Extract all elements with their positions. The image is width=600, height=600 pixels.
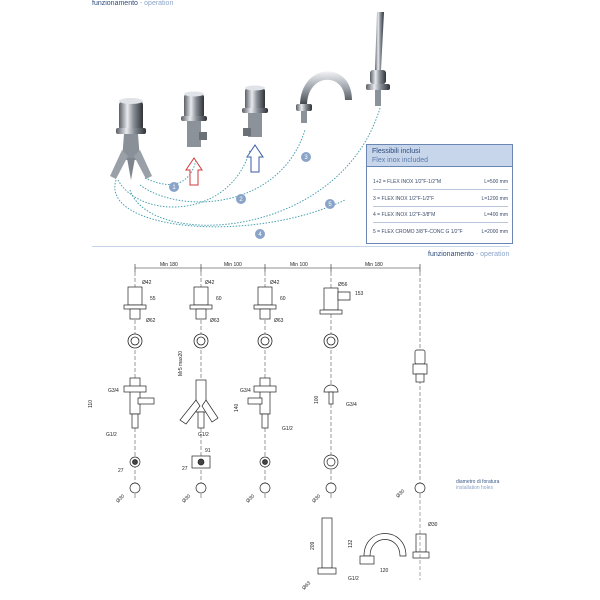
- infobox-divider: [373, 206, 508, 207]
- svg-text:Ø30: Ø30: [311, 493, 322, 504]
- svg-text:Ø30: Ø30: [428, 522, 438, 528]
- svg-text:Ø42: Ø42: [142, 280, 152, 286]
- header-en: operation: [144, 0, 174, 7]
- flex-hose-1: [144, 159, 197, 185]
- header-it: funzionamento: [428, 251, 474, 258]
- valve-cold: [242, 85, 268, 137]
- svg-text:G1/2: G1/2: [282, 426, 293, 432]
- svg-text:G1/2: G1/2: [348, 576, 359, 582]
- top-view-row: [127, 333, 339, 349]
- svg-text:27: 27: [118, 468, 124, 474]
- svg-text:Ø30: Ø30: [181, 493, 192, 504]
- svg-text:2: 2: [239, 197, 243, 203]
- svg-text:Ø30: Ø30: [245, 493, 256, 504]
- marker-4: 4: [255, 229, 265, 239]
- section-divider: [92, 246, 510, 247]
- installation-holes-row: [129, 482, 426, 494]
- svg-text:140: 140: [234, 403, 240, 412]
- svg-text:5: 5: [328, 202, 332, 208]
- bath-spout: [296, 71, 352, 123]
- svg-text:153: 153: [355, 291, 364, 297]
- flex-hose-5: [129, 107, 381, 226]
- hand-shower-elevation: [412, 349, 428, 383]
- svg-text:55: 55: [150, 296, 156, 302]
- dim-min100-b: Min 100: [290, 262, 308, 268]
- svg-text:4: 4: [258, 232, 262, 238]
- svg-text:27: 27: [182, 466, 188, 472]
- svg-text:3: 3: [304, 155, 308, 161]
- flex-hoses-infobox: Flessibili inclusi Flex inox included 1+…: [366, 144, 513, 244]
- svg-text:60: 60: [280, 296, 286, 302]
- infobox-header: Flessibili inclusi Flex inox included: [367, 145, 512, 167]
- svg-text:Ø63: Ø63: [210, 318, 220, 324]
- fittings-row: [129, 454, 339, 470]
- svg-text:Ø62: Ø62: [146, 318, 156, 324]
- svg-text:60: 60: [216, 296, 222, 302]
- dim-min100-a: Min 100: [224, 262, 242, 268]
- infobox-title-it: Flessibili inclusi: [372, 148, 421, 155]
- dim-min180-a: Min 180: [160, 262, 178, 268]
- marker-1: 1: [169, 182, 179, 192]
- svg-text:1: 1: [172, 185, 176, 191]
- svg-text:Mr5 max20: Mr5 max20: [178, 351, 184, 376]
- svg-text:Ø42: Ø42: [205, 280, 215, 286]
- valve-hot: [181, 91, 207, 147]
- svg-text:G3/4: G3/4: [240, 388, 251, 394]
- svg-text:Ø63: Ø63: [274, 318, 284, 324]
- marker-3: 3: [301, 152, 311, 162]
- section-header-operation-mid: funzionamento - operation: [428, 251, 510, 258]
- svg-text:Ø30: Ø30: [395, 488, 406, 499]
- svg-text:110: 110: [88, 400, 94, 408]
- svg-text:120: 120: [380, 568, 389, 574]
- header-en: operation: [480, 251, 510, 258]
- hot-water-arrow: [185, 157, 203, 186]
- svg-text:Ø30: Ø30: [115, 493, 126, 504]
- svg-text:G3/4: G3/4: [346, 402, 357, 408]
- hand-shower: [366, 12, 390, 106]
- svg-text:G1/2: G1/2: [106, 432, 117, 438]
- svg-text:209: 209: [310, 541, 316, 550]
- svg-text:Ø56: Ø56: [338, 282, 348, 288]
- valve-with-y-fitting: [110, 98, 152, 180]
- flex-hose-3: [139, 129, 306, 203]
- svg-text:100: 100: [314, 395, 320, 404]
- elevation-row: [123, 286, 351, 320]
- infobox-title-en: Flex inox included: [372, 157, 429, 164]
- installation-holes-en: installation holes: [456, 485, 493, 491]
- spout-assembly-drawing: [317, 517, 430, 575]
- svg-text:G1/2: G1/2: [198, 432, 209, 438]
- flex-hoses: [114, 107, 381, 228]
- section-header-operation-top: funzionamento - operation: [92, 0, 174, 7]
- svg-text:91: 91: [205, 448, 211, 454]
- dim-min180-b: Min 180: [365, 262, 383, 268]
- infobox-divider: [373, 189, 508, 190]
- svg-text:Ø42: Ø42: [270, 280, 280, 286]
- svg-text:132: 132: [348, 539, 354, 548]
- marker-5: 5: [325, 199, 335, 209]
- installation-holes-it: diametro di foratura: [456, 479, 500, 485]
- installation-holes-label: diametro di foratura installation holes: [456, 479, 499, 491]
- header-it: funzionamento: [92, 0, 138, 7]
- body-section-row: [123, 377, 339, 429]
- cold-water-arrow: [246, 144, 264, 173]
- svg-text:G3/4: G3/4: [108, 388, 119, 394]
- svg-text:Ø63: Ø63: [301, 580, 312, 591]
- marker-2: 2: [236, 194, 246, 204]
- infobox-divider: [373, 222, 508, 223]
